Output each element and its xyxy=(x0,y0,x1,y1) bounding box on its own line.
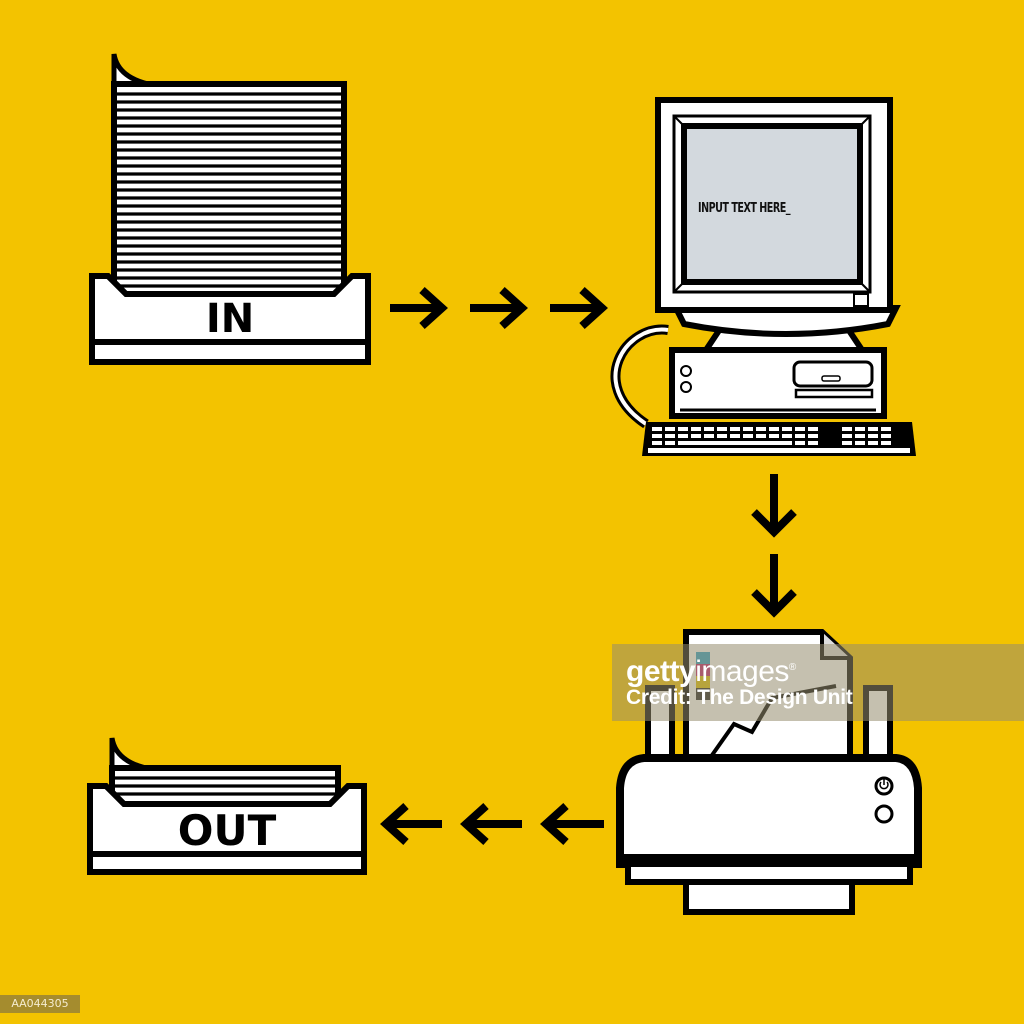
registered-mark: ® xyxy=(788,662,796,673)
arrows-computer-to-printer xyxy=(746,472,802,622)
watermark-banner xyxy=(612,644,1024,721)
out-tray: OUT xyxy=(86,734,368,876)
watermark-credit: Credit: The Design Unit xyxy=(626,686,853,709)
brand-light: images xyxy=(695,655,789,688)
paper-stack-icon xyxy=(89,53,371,365)
arrow-left-icon xyxy=(380,803,442,845)
out-tray-label: OUT xyxy=(177,806,277,855)
desktop-computer xyxy=(596,94,920,464)
paper-stack-icon xyxy=(87,737,367,875)
in-tray: IN xyxy=(88,50,372,368)
arrow-left-icon xyxy=(540,803,604,845)
arrow-down-icon xyxy=(751,554,797,618)
arrow-right-icon xyxy=(470,287,528,329)
in-tray-label: IN xyxy=(205,296,255,342)
arrow-left-icon xyxy=(460,803,522,845)
screen-input-text: INPUT TEXT HERE_ xyxy=(698,201,791,216)
watermark-brand: gettyimages® xyxy=(626,651,796,689)
arrow-down-icon xyxy=(751,474,797,538)
arrow-right-icon xyxy=(550,287,608,329)
arrows-in-to-computer xyxy=(386,284,618,332)
image-id-badge: AA044305 xyxy=(0,995,80,1013)
brand-bold: getty xyxy=(626,655,696,688)
arrows-printer-to-out xyxy=(378,800,610,848)
arrow-right-icon xyxy=(390,287,448,329)
